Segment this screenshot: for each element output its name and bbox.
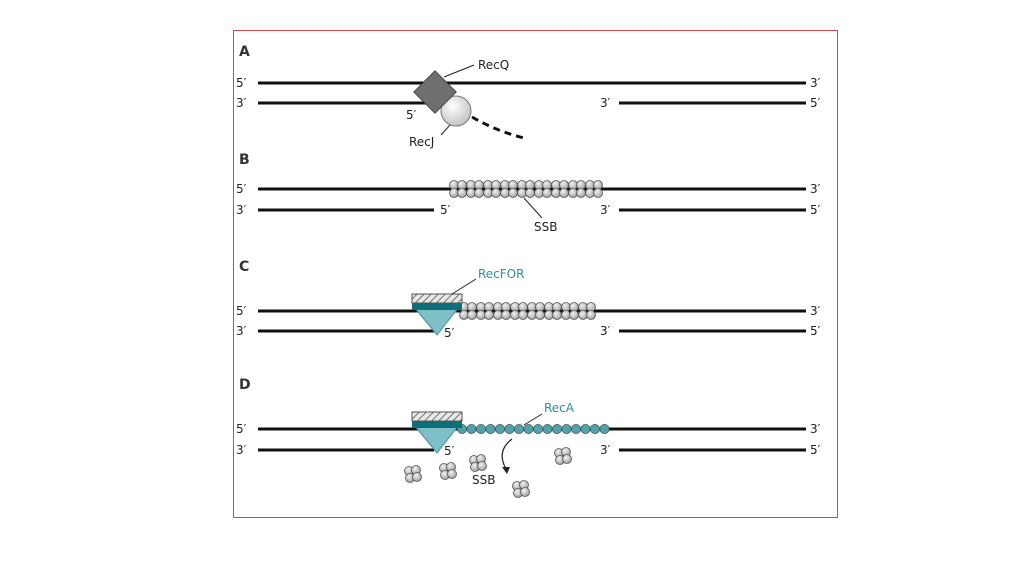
free-ssb-clusters — [404, 447, 572, 498]
panel-a-top-right-end: 3′ — [810, 76, 821, 90]
panel-a-gap-left-end: 5′ — [406, 108, 417, 122]
recfor-complex-d — [411, 411, 463, 454]
reca-protein — [466, 423, 477, 434]
panel-c-bottom-left-end: 3′ — [236, 324, 247, 338]
panel-b-top-left-end: 5′ — [236, 182, 247, 196]
free-ssb-protein — [520, 487, 530, 497]
panel-b: B SSB 5′ 3′ 3′ 5′ 5′ 3′ — [236, 152, 821, 234]
free-ssb-protein — [562, 454, 572, 464]
free-ssb-protein — [477, 461, 487, 471]
panel-d-bottom-left-end: 3′ — [236, 443, 247, 457]
recfor-hatch-c — [411, 293, 463, 304]
recq-label: RecQ — [478, 58, 509, 72]
panel-d-top-left-end: 5′ — [236, 422, 247, 436]
panel-b-top-right-end: 3′ — [810, 182, 821, 196]
ssb-protein — [542, 188, 552, 198]
ssb-protein — [593, 188, 603, 198]
reca-protein — [485, 423, 496, 434]
panel-d: D RecA SSB 5′ 3′ 3′ 5′ 5′ 3′ — [236, 377, 821, 498]
figure-frame: A RecQ RecJ 5′ 3′ 3′ 5′ 5′ 3′ B SSB 5′ 3… — [233, 30, 838, 518]
ssb-protein — [474, 188, 484, 198]
panel-d-top-right-end: 3′ — [810, 422, 821, 436]
ssb-leader-b — [523, 197, 543, 219]
ssb-protein — [552, 310, 562, 320]
ssb-release-arrow-shaft — [501, 438, 513, 470]
panel-d-letter: D — [239, 377, 251, 393]
reca-protein — [551, 423, 562, 434]
panel-a-letter: A — [239, 44, 250, 60]
panel-d-gap-left-end: 5′ — [444, 444, 455, 458]
reca-protein — [475, 423, 486, 434]
panel-c-top-right-end: 3′ — [810, 304, 821, 318]
reca-protein — [513, 423, 524, 434]
panel-a-bottom-right-end: 5′ — [810, 96, 821, 110]
recfor-label: RecFOR — [478, 267, 524, 281]
reca-protein — [494, 423, 505, 434]
reca-protein — [599, 423, 610, 434]
panel-c-bottom-right-end: 5′ — [810, 324, 821, 338]
ssb-coat-c — [459, 302, 596, 320]
ssb-protein — [501, 310, 511, 320]
reca-protein — [523, 423, 534, 434]
panel-b-letter: B — [239, 152, 250, 168]
ssb-label-b: SSB — [534, 220, 557, 234]
panel-b-bottom-left-end: 3′ — [236, 203, 247, 217]
ssb-protein — [525, 188, 535, 198]
ssb-protein — [518, 310, 528, 320]
panel-c: C RecFOR 5′ 3′ 3′ 5′ 5′ 3′ — [236, 259, 821, 340]
reca-protein — [542, 423, 553, 434]
panel-a-top-left-end: 5′ — [236, 76, 247, 90]
ssb-protein — [457, 188, 467, 198]
panel-d-bottom-right-end: 5′ — [810, 443, 821, 457]
reca-protein — [532, 423, 543, 434]
recfor-complex-c — [411, 293, 463, 336]
panel-c-top-left-end: 5′ — [236, 304, 247, 318]
free-ssb-protein — [412, 472, 422, 482]
reca-filament — [456, 423, 610, 434]
recfor-bar-d — [412, 421, 462, 428]
reca-label: RecA — [544, 401, 575, 415]
free-ssb-protein — [447, 469, 457, 479]
ssb-protein — [484, 310, 494, 320]
recj-leader — [440, 124, 451, 136]
reca-leader — [523, 413, 543, 426]
ssb-protein — [508, 188, 518, 198]
ssb-protein — [559, 188, 569, 198]
recombination-diagram: A RecQ RecJ 5′ 3′ 3′ 5′ 5′ 3′ B SSB 5′ 3… — [236, 44, 821, 498]
panel-b-gap-left-end: 5′ — [440, 203, 451, 217]
ssb-protein — [491, 188, 501, 198]
reca-protein — [570, 423, 581, 434]
panel-c-letter: C — [239, 259, 249, 275]
reca-protein — [561, 423, 572, 434]
recq-leader — [443, 64, 475, 78]
ssb-protein — [586, 310, 596, 320]
ssb-protein — [467, 310, 477, 320]
panel-d-gap-right-end: 3′ — [600, 443, 611, 457]
ssb-coat-b — [449, 180, 603, 198]
ssb-protein — [569, 310, 579, 320]
panel-c-gap-right-end: 3′ — [600, 324, 611, 338]
ssb-protein — [535, 310, 545, 320]
panel-c-gap-left-end: 5′ — [444, 326, 455, 340]
panel-a: A RecQ RecJ 5′ 3′ 3′ 5′ 5′ 3′ — [236, 44, 821, 149]
ssb-release-arrow-head — [502, 467, 510, 474]
panel-b-gap-right-end: 3′ — [600, 203, 611, 217]
recj-protein — [440, 95, 472, 127]
reca-protein — [580, 423, 591, 434]
panel-a-bottom-left-end: 3′ — [236, 96, 247, 110]
ssb-protein — [576, 188, 586, 198]
reca-protein — [504, 423, 515, 434]
reca-protein — [589, 423, 600, 434]
recfor-leader — [451, 278, 477, 295]
recq-protein — [413, 70, 457, 114]
panel-a-degraded-strand — [471, 115, 525, 140]
recfor-bar-c — [412, 303, 462, 310]
recj-label: RecJ — [409, 135, 434, 149]
ssb-label-d: SSB — [472, 473, 495, 487]
panel-b-bottom-right-end: 5′ — [810, 203, 821, 217]
recfor-hatch-d — [411, 411, 463, 422]
panel-a-gap-right-end: 3′ — [600, 96, 611, 110]
